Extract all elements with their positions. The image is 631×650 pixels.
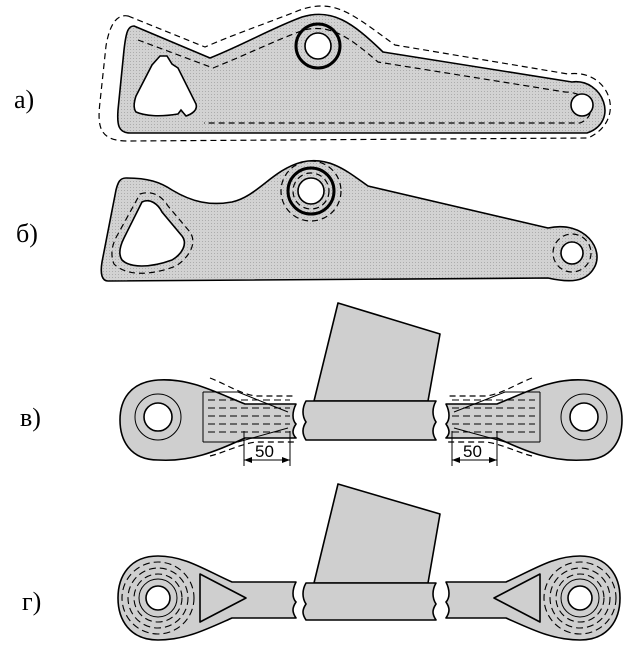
- assembly-v: 50 50: [119, 302, 623, 466]
- right-forging-zone-v: [453, 391, 541, 443]
- boss-ring-a: [294, 22, 342, 70]
- left-ring-dash-2-g: [127, 567, 189, 629]
- center-bar-g: [302, 582, 437, 621]
- label-v: в): [20, 403, 41, 432]
- left-ring-dash-1-g: [121, 561, 195, 635]
- left-eye-ring-g: [138, 578, 178, 618]
- lever-body-b: [100, 159, 598, 282]
- left-eye-ring-v: [134, 393, 182, 441]
- boss-inner-dashed-b: [292, 172, 330, 210]
- label-g: г): [22, 587, 41, 616]
- triangular-window-a: [133, 55, 198, 117]
- right-triangle-g: [493, 573, 541, 623]
- plate-g: [313, 483, 441, 584]
- window-allowance-b: [111, 192, 194, 274]
- right-eye-ring-v: [560, 393, 608, 441]
- lever-a: [98, 5, 611, 142]
- left-allowance-v: [209, 377, 296, 457]
- center-bar-v: [302, 400, 437, 441]
- lever-body-a: [116, 13, 606, 134]
- end-hole-a: [570, 93, 594, 117]
- center-hole-b: [297, 177, 325, 205]
- label-a: а): [14, 85, 34, 114]
- assembly-g: [117, 483, 621, 641]
- right-eye-ring-g: [560, 578, 600, 618]
- right-ring-dash-1-g: [543, 561, 617, 635]
- boss-ring-b: [286, 166, 336, 216]
- left-triangle-g: [199, 573, 247, 623]
- left-eye-hole-v: [143, 402, 173, 432]
- left-ring-dash-3-g: [133, 573, 183, 623]
- end-allowance-b: [552, 233, 592, 273]
- right-ring-dash-3-g: [555, 573, 605, 623]
- left-dimension-50: 50: [255, 442, 274, 461]
- right-dimension-50: 50: [463, 442, 482, 461]
- boss-outer-dashed-b: [280, 160, 342, 222]
- right-eye-hole-v: [569, 402, 599, 432]
- left-eye-hole-g: [145, 585, 171, 611]
- left-eye-v: [119, 379, 297, 462]
- lever-b: [100, 159, 598, 282]
- left-forging-zone-v: [202, 391, 289, 443]
- label-b: б): [16, 219, 38, 248]
- center-hole-a: [304, 32, 332, 60]
- right-allowance-v: [446, 377, 533, 457]
- plate-v: [313, 302, 441, 402]
- allowance-outline-a: [98, 5, 611, 142]
- end-hole-b: [560, 241, 584, 265]
- triangular-window-b: [119, 199, 186, 267]
- right-ring-dash-2-g: [549, 567, 611, 629]
- right-eye-hole-g: [567, 585, 593, 611]
